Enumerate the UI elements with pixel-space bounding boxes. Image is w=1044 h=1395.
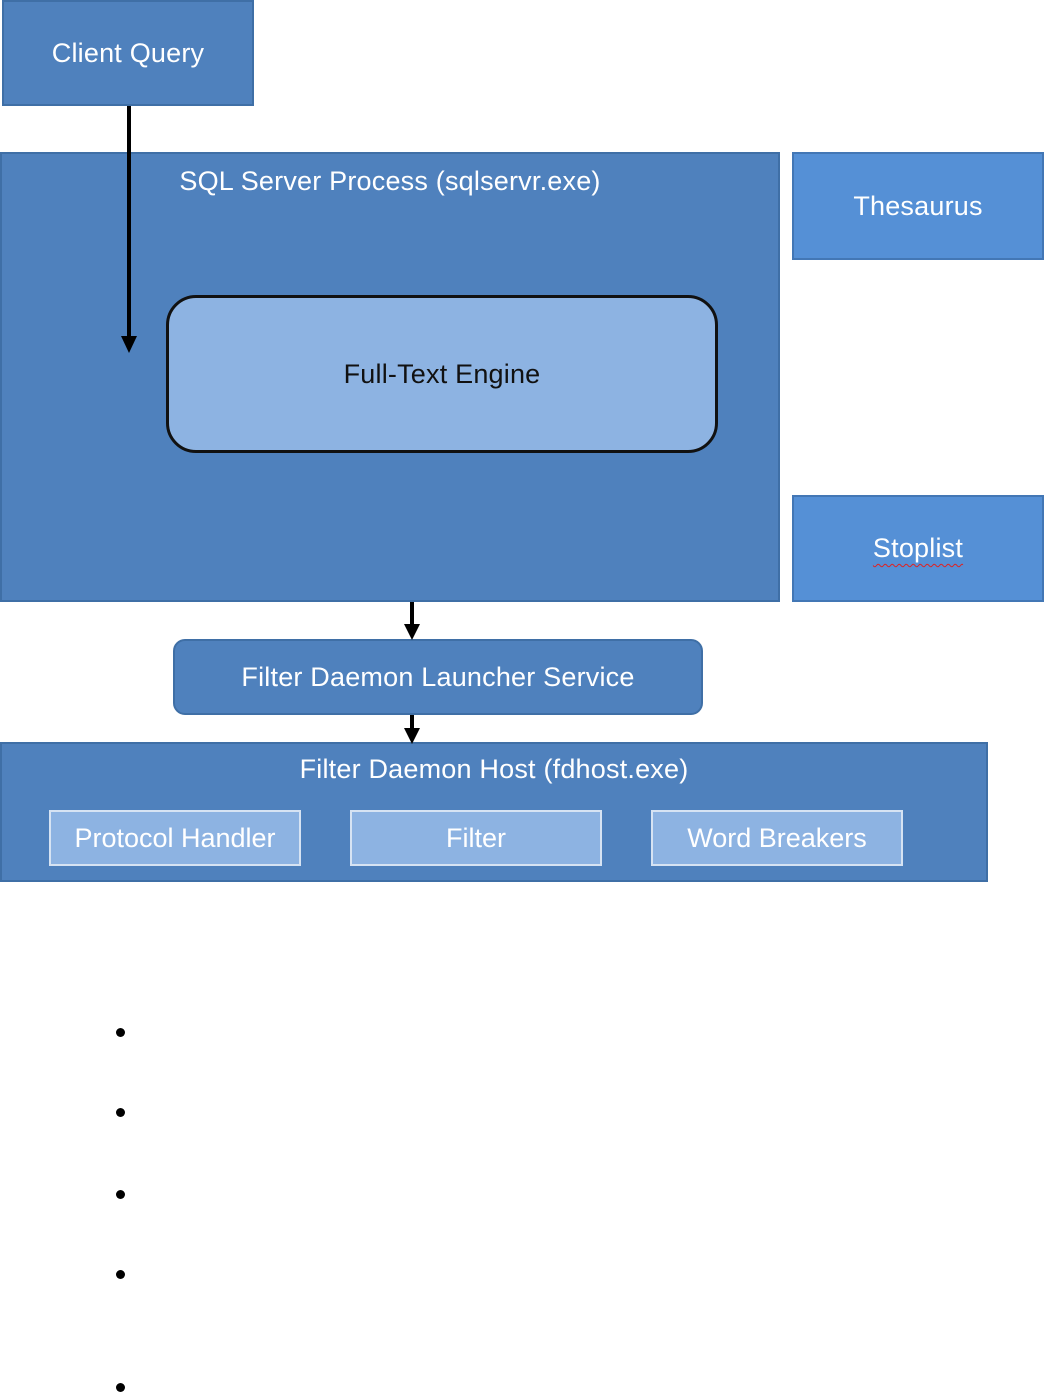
client-query-box: Client Query: [2, 0, 254, 106]
protocol-handler-label: Protocol Handler: [74, 822, 276, 853]
filter-label: Filter: [446, 822, 506, 853]
bullet-point: [116, 1028, 125, 1037]
filter-daemon-launcher-label: Filter Daemon Launcher Service: [241, 661, 635, 692]
sql-server-process-label: SQL Server Process (sqlservr.exe): [179, 166, 601, 196]
word-breakers-label: Word Breakers: [687, 822, 867, 853]
protocol-handler-box: Protocol Handler: [49, 810, 301, 866]
thesaurus-label: Thesaurus: [853, 190, 983, 221]
full-text-engine-label: Full-Text Engine: [343, 358, 541, 389]
client-query-label: Client Query: [51, 37, 205, 68]
bullet-point: [116, 1108, 125, 1117]
bullet-point: [116, 1270, 125, 1279]
bullet-point: [116, 1190, 125, 1199]
stoplist-label: Stoplist: [872, 533, 964, 563]
bullet-point: [116, 1383, 125, 1392]
arrow-launcher-to-host: [404, 715, 420, 744]
arrow-sql-to-launcher: [404, 602, 420, 640]
word-breakers-box: Word Breakers: [651, 810, 903, 866]
filter-daemon-host-label: Filter Daemon Host (fdhost.exe): [299, 754, 689, 784]
thesaurus-box: Thesaurus: [792, 152, 1044, 260]
filter-daemon-launcher-box: Filter Daemon Launcher Service: [173, 639, 703, 715]
stoplist-box: Stoplist: [792, 495, 1044, 602]
full-text-engine-box: Full-Text Engine: [166, 295, 718, 453]
filter-box: Filter: [350, 810, 602, 866]
